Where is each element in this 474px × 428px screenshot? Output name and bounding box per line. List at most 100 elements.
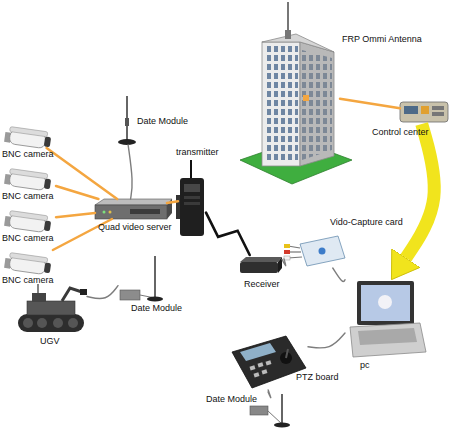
bnc-camera-icon [44, 221, 51, 232]
device-node: FRP Ommi Antenna [255, 2, 340, 182]
device-node: BNC camera [4, 250, 56, 274]
device-label: UGV [40, 336, 60, 347]
capture-card-icon [319, 248, 326, 255]
ptz-keyboard-icon [232, 336, 306, 388]
device-label: Receiver [244, 279, 280, 290]
cable-connector [308, 333, 345, 348]
device-node: BNC camera [4, 166, 56, 190]
ptz-keyboard-icon [262, 369, 268, 374]
device-node: PTZ board [232, 332, 308, 390]
capture-card-icon [284, 250, 290, 254]
ptz-keyboard-icon [266, 360, 272, 365]
device-label: PTZ board [296, 372, 339, 383]
laptop-icon [358, 328, 417, 345]
bnc-camera-icon [44, 263, 51, 274]
device-label: Vido-Capture card [330, 217, 403, 228]
capture-card-icon [284, 256, 290, 260]
cable-connector [333, 268, 345, 282]
device-node: transmitter [178, 160, 206, 238]
data-module-antenna [154, 256, 156, 298]
data-module-antenna [118, 96, 136, 145]
cable-connector [47, 148, 118, 199]
video-server-icon [130, 209, 160, 214]
device-node: Control center [400, 100, 448, 124]
building-icon [240, 34, 352, 184]
data-module-antenna [147, 297, 163, 302]
device-label: BNC camera [2, 149, 54, 160]
building-icon [303, 95, 309, 101]
ugv-robot-icon [68, 318, 78, 328]
transmitter-icon [190, 160, 192, 180]
bnc-camera-icon [4, 168, 52, 191]
cable-connector [56, 186, 98, 199]
device-node: Vido-Capture card [284, 234, 346, 268]
ugv-robot-icon [18, 284, 87, 332]
bnc-camera-icon [10, 211, 48, 221]
laptop-icon [350, 281, 426, 357]
cable-connector [340, 99, 400, 108]
device-node: Quad video server [95, 199, 167, 219]
control-center-icon [432, 106, 444, 110]
device-label: Date Module [137, 116, 188, 127]
transmitter-icon [184, 184, 200, 192]
receiver-icon [240, 257, 282, 273]
control-center-icon [400, 102, 448, 122]
laptop-icon [350, 323, 426, 357]
omni-antenna-icon [285, 2, 291, 39]
receiver-icon [240, 262, 278, 273]
data-module-antenna [274, 423, 290, 428]
transmitter-icon [184, 202, 200, 205]
omni-antenna-icon [285, 30, 291, 39]
data-module-antenna [125, 118, 129, 126]
device-label: Quad video server [98, 222, 172, 233]
device-node: Date Module [115, 95, 139, 145]
laptop-icon [361, 285, 410, 321]
building-icon [302, 50, 332, 160]
device-label: BNC camera [2, 275, 54, 286]
device-label: pc [360, 360, 370, 371]
ugv-robot-icon [37, 284, 38, 293]
bnc-camera-icon [4, 252, 52, 275]
bnc-camera-icon [10, 127, 48, 137]
device-node: Date Module [246, 392, 288, 426]
ugv-robot-icon [53, 318, 63, 328]
device-node: Date Module [118, 254, 162, 302]
device-node: UGV [15, 284, 87, 334]
bnc-camera-icon [10, 169, 48, 179]
cable-connector [87, 286, 118, 299]
device-node: Receiver [238, 255, 282, 275]
wireless-link [206, 213, 250, 255]
building-icon [262, 42, 300, 166]
capture-card-icon [284, 244, 290, 248]
device-node: pc [345, 278, 425, 358]
device-node: BNC camera [4, 124, 56, 148]
transmitter-icon [180, 178, 204, 236]
cable-connector [56, 213, 95, 217]
device-label: BNC camera [2, 233, 54, 244]
capture-card-icon [300, 236, 345, 266]
video-server-icon [95, 205, 167, 219]
capture-card-icon [284, 236, 345, 266]
device-label: BNC camera [2, 191, 54, 202]
video-server-icon [95, 199, 172, 219]
control-center-icon [404, 106, 418, 114]
bnc-camera-icon [10, 253, 48, 263]
cable-connector [167, 201, 178, 203]
control-center-icon [432, 112, 444, 116]
ugv-robot-icon [62, 288, 82, 301]
ugv-robot-icon [32, 293, 46, 302]
device-label: transmitter [176, 147, 219, 158]
laptop-icon [378, 295, 392, 309]
building-icon [300, 42, 334, 166]
video-server-icon [109, 211, 112, 214]
ptz-keyboard-icon [258, 362, 264, 367]
ptz-keyboard-icon [232, 336, 306, 388]
transmitter-icon [184, 196, 200, 199]
device-label: Date Module [131, 303, 182, 314]
ugv-robot-icon [27, 301, 75, 315]
device-label: FRP Ommi Antenna [342, 34, 422, 45]
ugv-robot-icon [37, 318, 47, 328]
flow-arrow [406, 124, 434, 258]
cable-connector [128, 145, 132, 199]
